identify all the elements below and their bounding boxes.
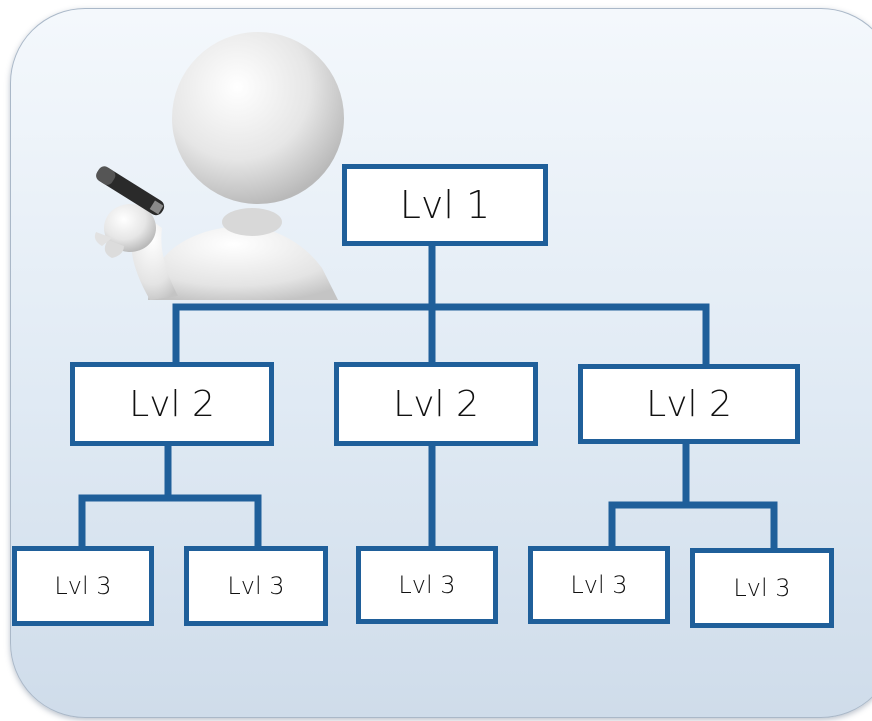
org-node-level1: Lvl 1 bbox=[342, 164, 548, 246]
org-node-level3-4: Lvl 3 bbox=[528, 546, 670, 624]
org-node-label: Lvl 3 bbox=[227, 572, 285, 600]
org-node-level3-2: Lvl 3 bbox=[184, 546, 328, 626]
org-node-label: Lvl 3 bbox=[54, 572, 112, 600]
org-node-level2-right: Lvl 2 bbox=[578, 364, 800, 444]
org-node-label: Lvl 3 bbox=[398, 571, 456, 599]
org-node-label: Lvl 3 bbox=[570, 571, 628, 599]
org-node-level3-3: Lvl 3 bbox=[356, 546, 498, 624]
org-node-label: Lvl 2 bbox=[393, 383, 479, 425]
org-node-label: Lvl 1 bbox=[399, 183, 491, 227]
org-node-level2-left: Lvl 2 bbox=[70, 362, 274, 446]
org-node-level2-middle: Lvl 2 bbox=[334, 362, 538, 446]
org-node-label: Lvl 2 bbox=[646, 383, 732, 425]
org-node-label: Lvl 2 bbox=[129, 383, 215, 425]
org-node-label: Lvl 3 bbox=[733, 574, 791, 602]
org-node-level3-1: Lvl 3 bbox=[12, 546, 154, 626]
org-node-level3-5: Lvl 3 bbox=[690, 548, 834, 628]
